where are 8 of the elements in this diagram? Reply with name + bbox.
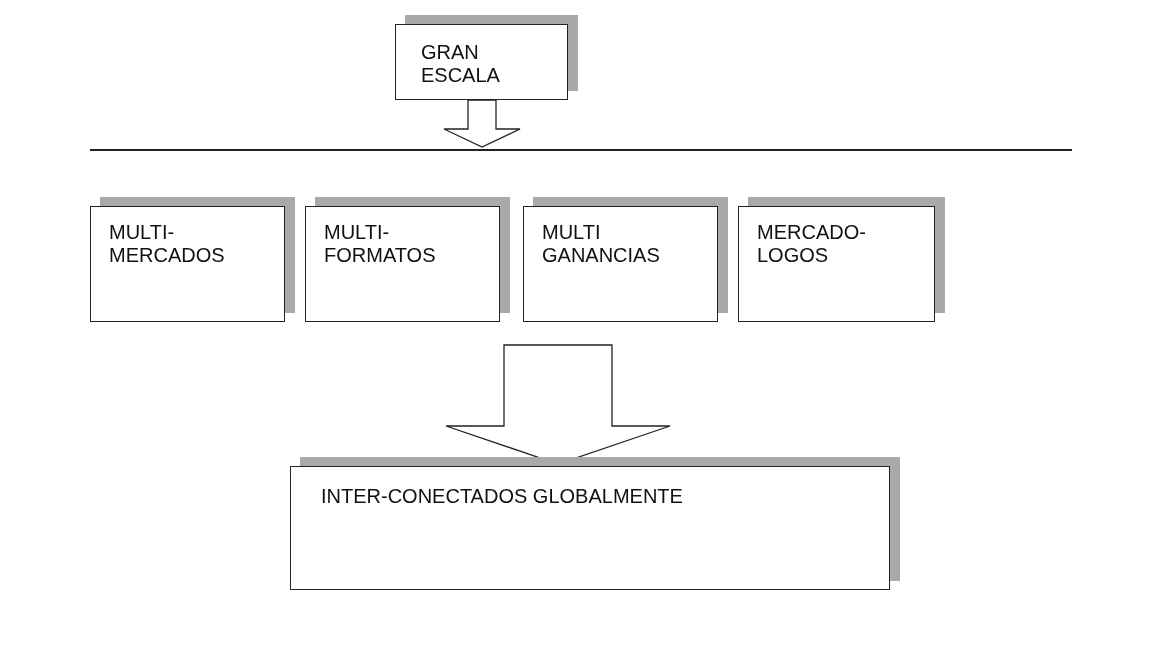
divider-bar — [90, 149, 1072, 151]
box-label: MULTI- MERCADOS — [109, 221, 226, 267]
box-label: GRAN ESCALA — [421, 41, 501, 87]
block-arrow — [443, 99, 521, 148]
box-label: MULTI- FORMATOS — [324, 221, 437, 267]
box-label: MULTI GANANCIAS — [542, 221, 661, 267]
box-label: INTER-CONECTADOS GLOBALMENTE — [321, 485, 684, 508]
box-label: MERCADO- LOGOS — [757, 221, 867, 267]
